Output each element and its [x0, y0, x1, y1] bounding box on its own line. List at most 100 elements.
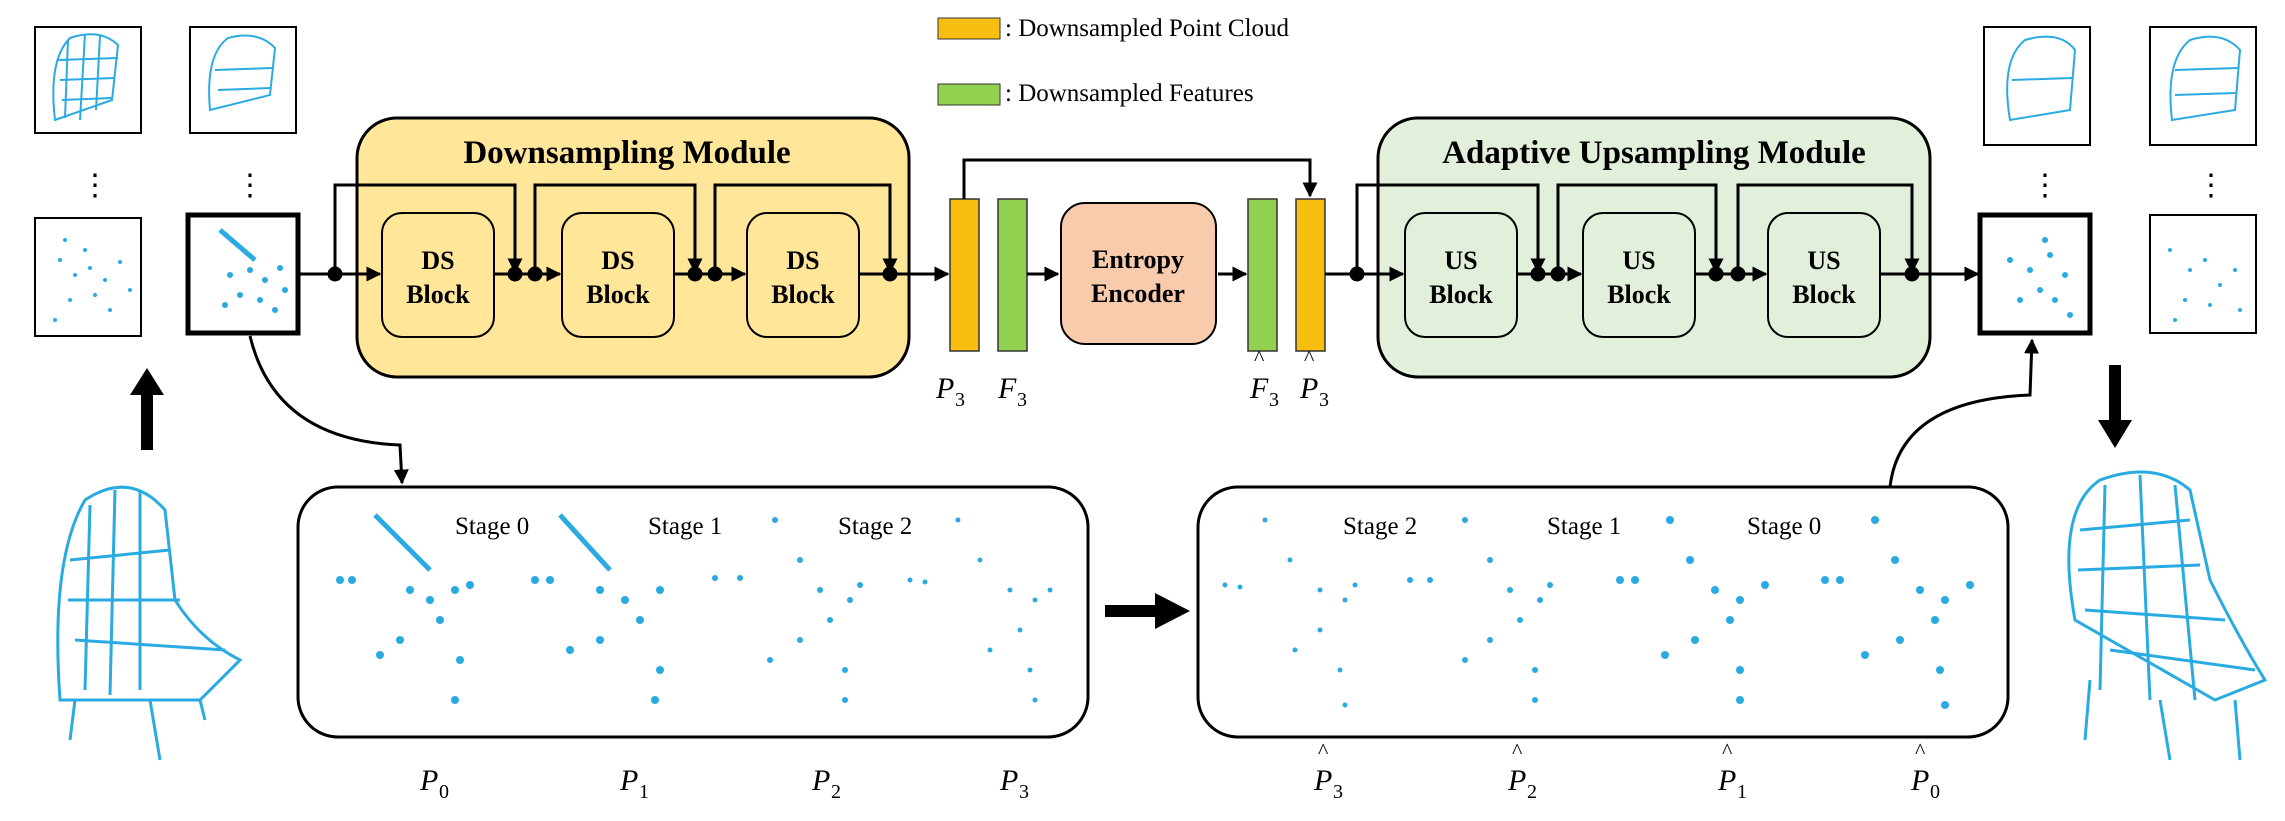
- ds-block-3: DS Block: [746, 212, 860, 338]
- svg-text:P: P: [419, 764, 438, 797]
- legend-label-features: : Downsampled Features: [1005, 80, 1254, 107]
- left-label-p0: P 0: [419, 764, 449, 803]
- ds-block-2-line1: DS: [601, 246, 634, 275]
- stages-to-output-arrow: [1888, 338, 2040, 488]
- input-chair-point-cloud: [56, 485, 243, 761]
- ds-block-3-line1: DS: [786, 246, 819, 275]
- p3-skip-arrow: [962, 158, 1318, 199]
- chair-thumbnail-3: [2006, 35, 2077, 122]
- svg-text:3: 3: [1017, 389, 1027, 411]
- right-label-p0-hat: ^ P 0: [1910, 738, 1940, 803]
- svg-text:^: ^: [1915, 738, 1926, 763]
- svg-text:3: 3: [1269, 389, 1279, 411]
- encoding-stages-panel: [296, 485, 1090, 739]
- bar-f3: [997, 198, 1028, 352]
- us-block-2-line2: Block: [1607, 280, 1671, 309]
- bar-label-p3-hat: ^ P 3: [1299, 345, 1329, 411]
- bar-p3-hat: [1295, 198, 1326, 352]
- legend-swatch-features: [937, 83, 1001, 106]
- left-stage-0: Stage 0: [455, 513, 529, 540]
- us-block-3-line2: Block: [1792, 280, 1856, 309]
- bar-f3-hat: [1247, 198, 1278, 352]
- us-block-2-line1: US: [1622, 246, 1655, 275]
- right-stage-point-clouds: [1222, 516, 1974, 709]
- entropy-encoder-line1: Entropy: [1092, 245, 1184, 274]
- ds-block-2-line2: Block: [586, 280, 650, 309]
- selected-output-frame: [1977, 212, 2093, 336]
- left-stage-point-clouds: [336, 513, 1053, 704]
- bar-label-p3: P 3: [935, 372, 965, 411]
- selected-input-frame: [185, 212, 301, 336]
- ellipsis-2: ⋮: [235, 169, 265, 202]
- chair-thumbnail-4: [2169, 35, 2242, 122]
- right-label-p3-hat: ^ P 3: [1313, 738, 1343, 803]
- sparse-thumbnail-1: [53, 238, 132, 322]
- svg-text:P: P: [1717, 764, 1736, 797]
- us-block-2: US Block: [1582, 212, 1696, 338]
- ds-block-1-line1: DS: [421, 246, 454, 275]
- ds-block-2: DS Block: [561, 212, 675, 338]
- left-label-p3: P 3: [999, 764, 1029, 803]
- thumbnail-frame: [2149, 26, 2257, 146]
- right-label-p2-hat: ^ P 2: [1507, 738, 1537, 803]
- thumbnail-frame: [34, 217, 142, 337]
- chair-thumbnail-1: [52, 33, 120, 122]
- svg-text:P: P: [999, 764, 1018, 797]
- svg-text:3: 3: [1019, 781, 1029, 803]
- svg-text:0: 0: [439, 781, 449, 803]
- svg-text:P: P: [1910, 764, 1929, 797]
- svg-text:P: P: [935, 372, 954, 405]
- bar-label-f3: F 3: [997, 372, 1027, 411]
- thumbnail-frame: [189, 26, 297, 134]
- panel-transition-arrow-head: [1155, 593, 1190, 629]
- svg-text:P: P: [1507, 764, 1526, 797]
- chair-thumbnail-2: [208, 34, 277, 112]
- ellipsis-1: ⋮: [80, 169, 110, 202]
- svg-text:^: ^: [1304, 345, 1315, 370]
- svg-text:^: ^: [1512, 738, 1523, 763]
- svg-text:P: P: [1299, 372, 1318, 405]
- svg-text:^: ^: [1722, 738, 1733, 763]
- ds-block-3-line2: Block: [771, 280, 835, 309]
- ellipsis-3: ⋮: [2030, 169, 2060, 202]
- entropy-encoder: [1060, 202, 1217, 345]
- upsampling-module-title: Adaptive Upsampling Module: [1442, 135, 1866, 171]
- thumbnail-frame: [2149, 214, 2257, 334]
- svg-text:0: 0: [1930, 781, 1940, 803]
- svg-text:F: F: [1249, 372, 1269, 405]
- right-stage-0: Stage 0: [1747, 513, 1821, 540]
- output-thumbnails-right: ⋮ ⋮: [1977, 26, 2257, 336]
- right-stage-2: Stage 2: [1343, 513, 1417, 540]
- left-label-p1: P 1: [619, 764, 649, 803]
- us-block-1-line2: Block: [1429, 280, 1493, 309]
- downsampling-module-title: Downsampling Module: [463, 135, 790, 171]
- right-stage-1: Stage 1: [1547, 513, 1621, 540]
- svg-text:3: 3: [1319, 389, 1329, 411]
- us-block-3: US Block: [1767, 212, 1881, 338]
- left-stage-1: Stage 1: [648, 513, 722, 540]
- svg-text:^: ^: [1254, 345, 1265, 370]
- svg-text:3: 3: [955, 389, 965, 411]
- output-chair-point-cloud: [2067, 470, 2268, 761]
- svg-text:F: F: [997, 372, 1017, 405]
- selected-input-points: [218, 228, 288, 313]
- sparse-thumbnail-2: [2168, 248, 2242, 322]
- legend-label-point-cloud: : Downsampled Point Cloud: [1005, 15, 1290, 42]
- svg-text:P: P: [619, 764, 638, 797]
- entropy-encoder-line2: Encoder: [1091, 279, 1185, 308]
- down-arrow-head: [2098, 420, 2132, 448]
- ds-block-1: DS Block: [381, 212, 495, 338]
- svg-text:3: 3: [1333, 781, 1343, 803]
- svg-text:P: P: [1313, 764, 1332, 797]
- svg-text:2: 2: [831, 781, 841, 803]
- svg-text:P: P: [811, 764, 830, 797]
- svg-text:^: ^: [1318, 738, 1329, 763]
- svg-text:1: 1: [639, 781, 649, 803]
- thumbnail-frame: [34, 26, 142, 134]
- us-block-3-line1: US: [1807, 246, 1840, 275]
- thumbnail-frame: [1983, 26, 2091, 146]
- input-to-stages-arrow: [248, 335, 409, 485]
- ds-block-1-line2: Block: [406, 280, 470, 309]
- left-label-p2: P 2: [811, 764, 841, 803]
